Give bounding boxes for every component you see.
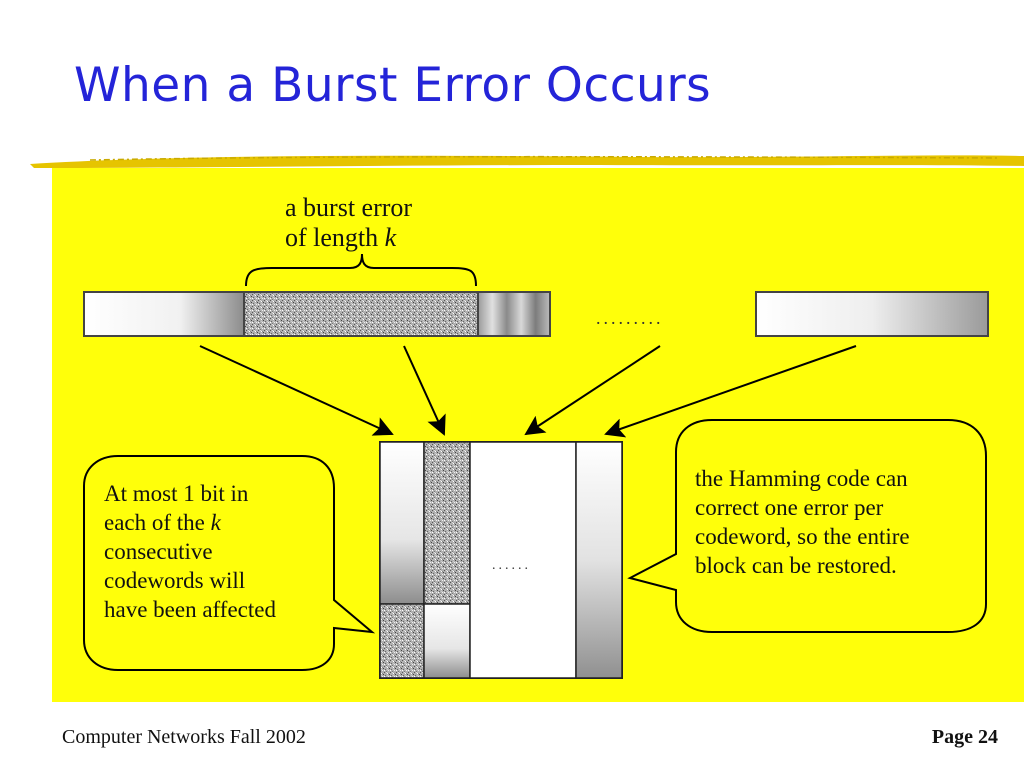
burst-segment: [243, 291, 479, 337]
stream-ellipsis: .........: [596, 308, 664, 328]
bit-stream-bar: [83, 291, 989, 337]
left-callout-text: At most 1 bit in each of the k consecuti…: [104, 481, 276, 622]
codeword-block: [379, 441, 623, 679]
mapping-arrows: [199, 345, 857, 438]
burst-brace: [245, 253, 477, 287]
footer-page-number: Page 24: [931, 726, 998, 748]
title-underline: [30, 155, 1024, 168]
left-callout-bubble: [83, 455, 376, 671]
right-callout-bubble: [627, 419, 987, 633]
right-callout-text: the Hamming code can correct one error p…: [695, 466, 910, 578]
block-ellipsis: ......: [492, 558, 531, 573]
slide-title: When a Burst Error Occurs: [74, 58, 712, 113]
burst-error-label: a burst error of length k: [285, 193, 413, 252]
footer-course: Computer Networks Fall 2002: [62, 726, 306, 748]
